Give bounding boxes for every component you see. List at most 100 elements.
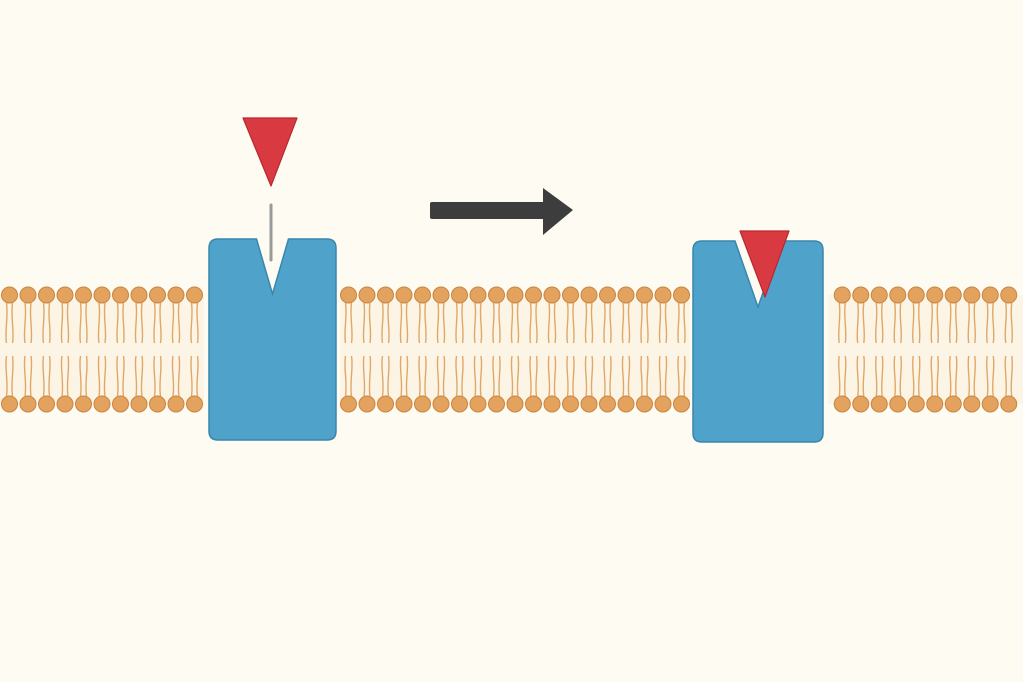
lipid-tail [584, 355, 588, 397]
lipid-tail [948, 355, 952, 397]
lipid-tail [479, 302, 483, 344]
lipid-tail [60, 302, 64, 344]
lipid-head [525, 286, 542, 304]
lipid-tail [424, 355, 427, 397]
lipid-head [580, 286, 598, 304]
lipid-tail [862, 355, 866, 397]
lipid-tail [1010, 302, 1014, 344]
lipid-tail [60, 355, 64, 397]
lipid-tail [553, 302, 557, 344]
lipid-head [469, 395, 487, 413]
lipid-tail [991, 355, 995, 397]
lipid-tail [510, 302, 514, 344]
lipid-head [432, 286, 450, 304]
lipid-tail [874, 355, 878, 397]
lipid-head [38, 286, 55, 304]
lipid-tail [529, 302, 532, 344]
lipid-tail [116, 302, 119, 344]
lipid-head [673, 395, 690, 413]
lipid-tail [79, 302, 82, 344]
lipid-tail [399, 355, 403, 397]
lipid-head [944, 395, 962, 413]
lipid-head [432, 395, 450, 413]
lipid-tail [362, 302, 366, 344]
lipid-head [38, 395, 55, 413]
lipid-head [543, 395, 561, 413]
lipid-tail [5, 302, 8, 344]
lipid-tail [529, 355, 532, 397]
lipid-head [149, 286, 166, 304]
lipid-tail [344, 355, 347, 397]
lipid-tail [473, 355, 477, 397]
lipid-head [889, 395, 907, 413]
lipid-head [562, 286, 579, 304]
lipid-tail [442, 355, 446, 397]
lipid-head [1, 286, 18, 304]
lipid-tail [658, 302, 662, 344]
lipid-tail [461, 355, 464, 397]
lipid-tail [418, 302, 421, 344]
lipid-head [395, 286, 413, 304]
lipid-tail [917, 355, 921, 397]
lipid-tail [405, 355, 409, 397]
lipid-tail [418, 355, 421, 397]
receptor-protein-unbound [208, 238, 337, 441]
lipid-head [167, 395, 185, 413]
lipid-tail [566, 302, 569, 344]
lipid-tail [954, 302, 958, 344]
lipid-head [654, 286, 672, 304]
lipid-tail [85, 355, 88, 397]
lipid-tail [646, 355, 649, 397]
lipid-tail [103, 302, 107, 344]
lipid-tail [159, 302, 162, 344]
lipid-tail [930, 302, 934, 344]
lipid-tail [590, 355, 594, 397]
lipid-tail [917, 302, 921, 344]
lipid-head [340, 395, 357, 413]
lipid-tail [640, 355, 643, 397]
lipid-head [599, 395, 616, 413]
lipid-head [852, 286, 870, 304]
lipid-tail [899, 302, 903, 344]
lipid-head [833, 395, 851, 413]
lipid-head [562, 395, 579, 413]
lipid-head [19, 286, 37, 304]
lipid-tail [66, 355, 70, 397]
lipid-tail [103, 355, 107, 397]
lipid-tail [627, 302, 631, 344]
lipid-tail [23, 355, 27, 397]
lipid-tail [122, 302, 125, 344]
lipid-tail [954, 355, 958, 397]
lipid-head [963, 395, 981, 413]
lipid-head [944, 286, 962, 304]
lipid-tail [196, 355, 199, 397]
lipid-head [56, 286, 74, 304]
lipid-tail [603, 355, 606, 397]
lipid-head [599, 286, 616, 304]
lipid-tail [547, 302, 551, 344]
lipid-tail [566, 355, 569, 397]
lipid-tail [79, 355, 82, 397]
lipid-tail [572, 302, 575, 344]
lipid-tail [991, 302, 995, 344]
lipid-tail [171, 302, 175, 344]
lipid-tail [973, 302, 977, 344]
lipid-head [149, 395, 166, 413]
lipid-tail [936, 302, 940, 344]
arrow-head [543, 188, 573, 235]
lipid-head [870, 395, 888, 413]
lipid-tail [658, 355, 662, 397]
lipid-tail [609, 302, 612, 344]
lipid-tail [350, 355, 353, 397]
lipid-head [112, 395, 129, 413]
lipid-head [488, 395, 505, 413]
lipid-head [167, 286, 185, 304]
lipid-tail [683, 302, 686, 344]
lipid-head [1, 395, 18, 413]
lipid-tail [547, 355, 551, 397]
lipid-head [377, 286, 394, 304]
lipid-head [926, 395, 944, 413]
lipid-head [580, 395, 598, 413]
lipid-tail [498, 355, 501, 397]
lipid-tail [880, 355, 884, 397]
